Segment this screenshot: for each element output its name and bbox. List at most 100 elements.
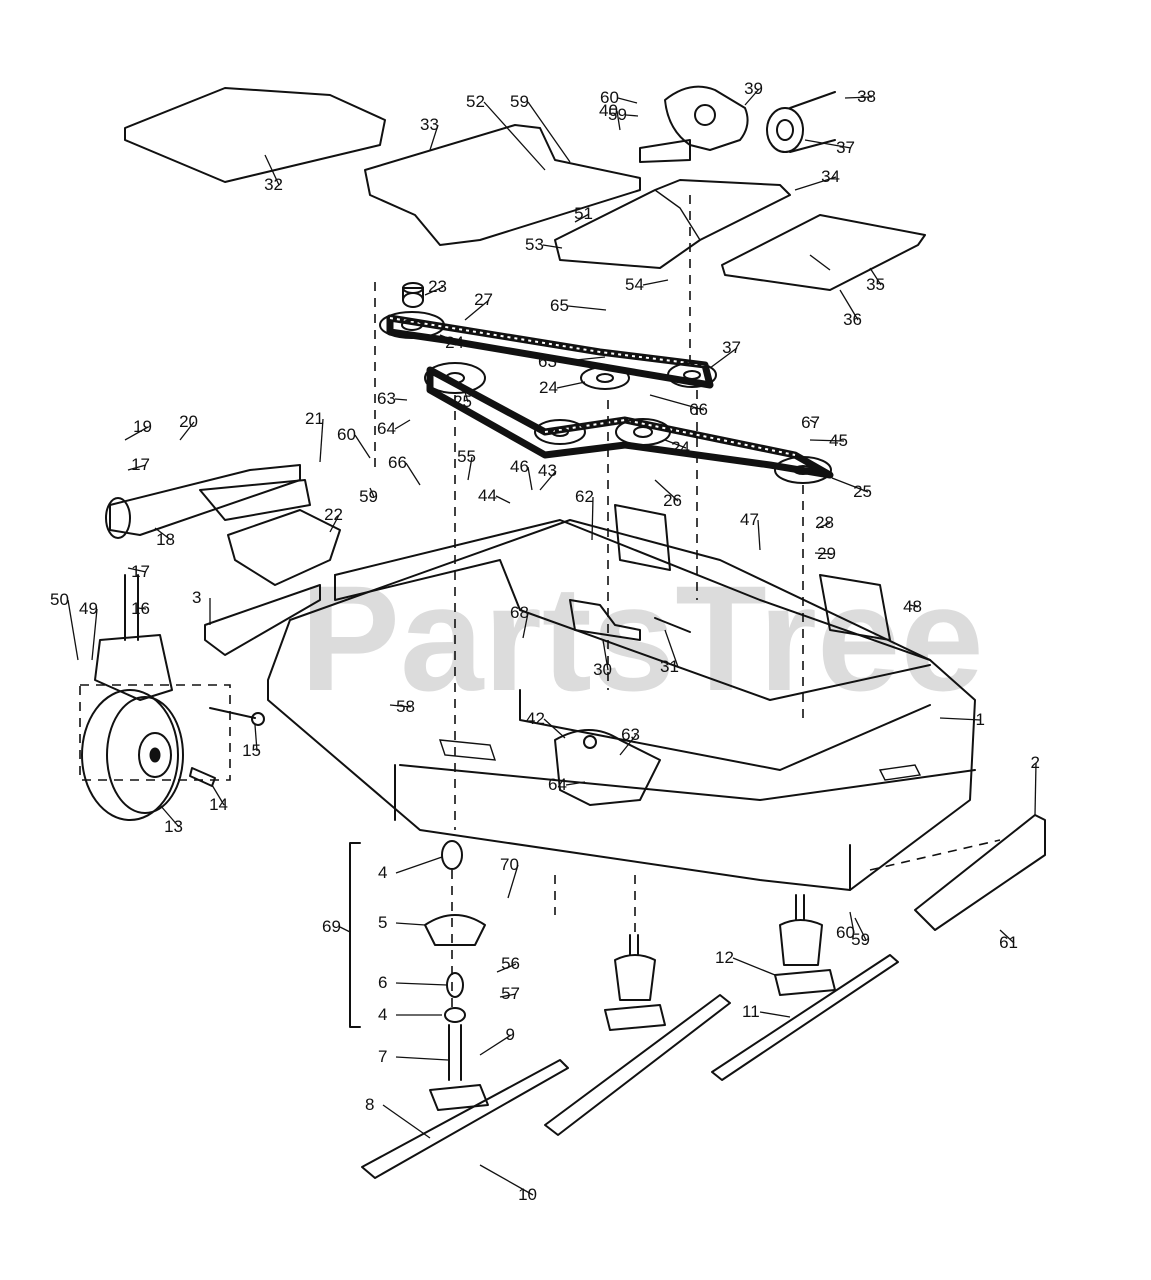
belt-cover-34 [554,179,791,269]
callout-leader-37 [804,139,852,149]
callout-label-63: 63 [538,352,557,371]
callout-leader-66 [405,462,421,486]
callout-leader-17 [127,567,147,573]
belt-lower [426,366,834,479]
callout-leader-25 [831,477,869,493]
callout-leader-15 [254,724,258,752]
callout-leader-62 [591,496,594,541]
spindle-16 [124,574,139,641]
callout-leader-16 [137,607,147,610]
wheel-13 [81,689,184,821]
callout-label-43: 43 [538,461,557,480]
callout-label-3: 3 [192,588,201,607]
callout-leader-10 [479,1164,534,1196]
callout-leader-11 [759,1011,791,1018]
callout-label-64: 64 [377,419,396,438]
callout-label-63: 63 [377,389,396,408]
callout-leader-45 [809,439,845,442]
callout-label-29: 29 [817,544,836,563]
callout-leader-23 [424,286,444,296]
callout-label-64: 64 [548,775,567,794]
callout-leader-49 [91,608,98,661]
callout-label-54: 54 [625,275,644,294]
callout-label-59: 59 [608,105,627,124]
callout-label-42: 42 [526,709,545,728]
right-bracket-48 [614,504,891,641]
callout-leader-37 [709,347,738,369]
callout-label-20: 20 [179,412,198,431]
callout-leader-67 [809,419,817,424]
callout-label-60: 60 [337,425,356,444]
callout-label-50: 50 [50,590,69,609]
callout-leader-32 [264,154,280,186]
callout-leader-9 [479,1034,512,1056]
callout-label-37: 37 [722,338,741,357]
callout-label-66: 66 [689,400,708,419]
callout-label-49: 49 [79,599,98,618]
callout-leader-64 [565,781,586,786]
bracket-30 [569,599,641,641]
guide-line [869,839,1001,871]
callout-leader-2 [1034,762,1037,816]
callout-leader-13 [159,804,180,828]
callout-label-14: 14 [209,795,228,814]
callout-leader-12 [732,957,776,976]
callout-label-38: 38 [857,87,876,106]
callout-leader-40 [616,110,621,131]
callout-label-55: 55 [457,447,476,466]
callout-leader-43 [539,470,557,491]
callout-leader-21 [319,418,324,463]
callout-leader-24 [439,334,461,344]
pulley-25-left [424,362,486,394]
callout-label-60: 60 [836,923,855,942]
callout-label-30: 30 [593,660,612,679]
spindle-assembly-left [424,840,489,1111]
callout-label-52: 52 [466,92,485,111]
callout-leader-30 [602,639,609,671]
blade-11 [711,954,899,1081]
callout-leader-63 [394,398,408,401]
callout-label-4: 4 [378,1005,387,1024]
callout-label-44: 44 [478,486,497,505]
callout-label-16: 16 [131,599,150,618]
callout-leader-59 [625,114,639,117]
cover-35 [721,214,926,291]
callout-leader-28 [817,522,831,529]
callout-leader-33 [429,124,439,151]
callout-label-24: 24 [539,378,558,397]
callout-leader-63 [555,356,606,363]
rod-31 [654,617,691,633]
callout-label-53: 53 [525,235,544,254]
callout-label-63: 63 [621,725,640,744]
blade-8 [361,1059,569,1179]
belt-27 [386,314,714,389]
pulley-upper-left [379,311,445,339]
callout-leader-46 [527,466,533,491]
callout-label-57: 57 [501,984,520,1003]
callout-leader-60 [849,911,855,934]
callout-leader-55 [467,456,473,481]
callout-label-58: 58 [396,697,415,716]
callout-label-18: 18 [156,530,175,549]
callout-label-62: 62 [575,487,594,506]
callout-leader-22 [329,514,340,533]
callout-leader-35 [869,267,882,286]
callout-label-37: 37 [836,138,855,157]
cover-33 [364,124,641,246]
cover-32 [124,87,386,183]
callout-label-70: 70 [500,855,519,874]
callout-leader-63 [619,734,637,756]
callout-label-67: 67 [801,413,820,432]
callout-leader-42 [543,718,566,739]
callout-label-22: 22 [324,505,343,524]
callout-leader-38 [844,96,873,99]
bracket-69 [349,842,361,1028]
callout-label-69: 69 [322,917,341,936]
callout-leader-44 [495,495,511,504]
callout-leader-48 [909,604,919,608]
callout-label-66: 66 [388,453,407,472]
callout-leader-29 [814,552,833,555]
callout-label-17: 17 [131,562,150,581]
spindle-assembly-right [774,894,836,996]
spacer-14 [189,767,216,787]
